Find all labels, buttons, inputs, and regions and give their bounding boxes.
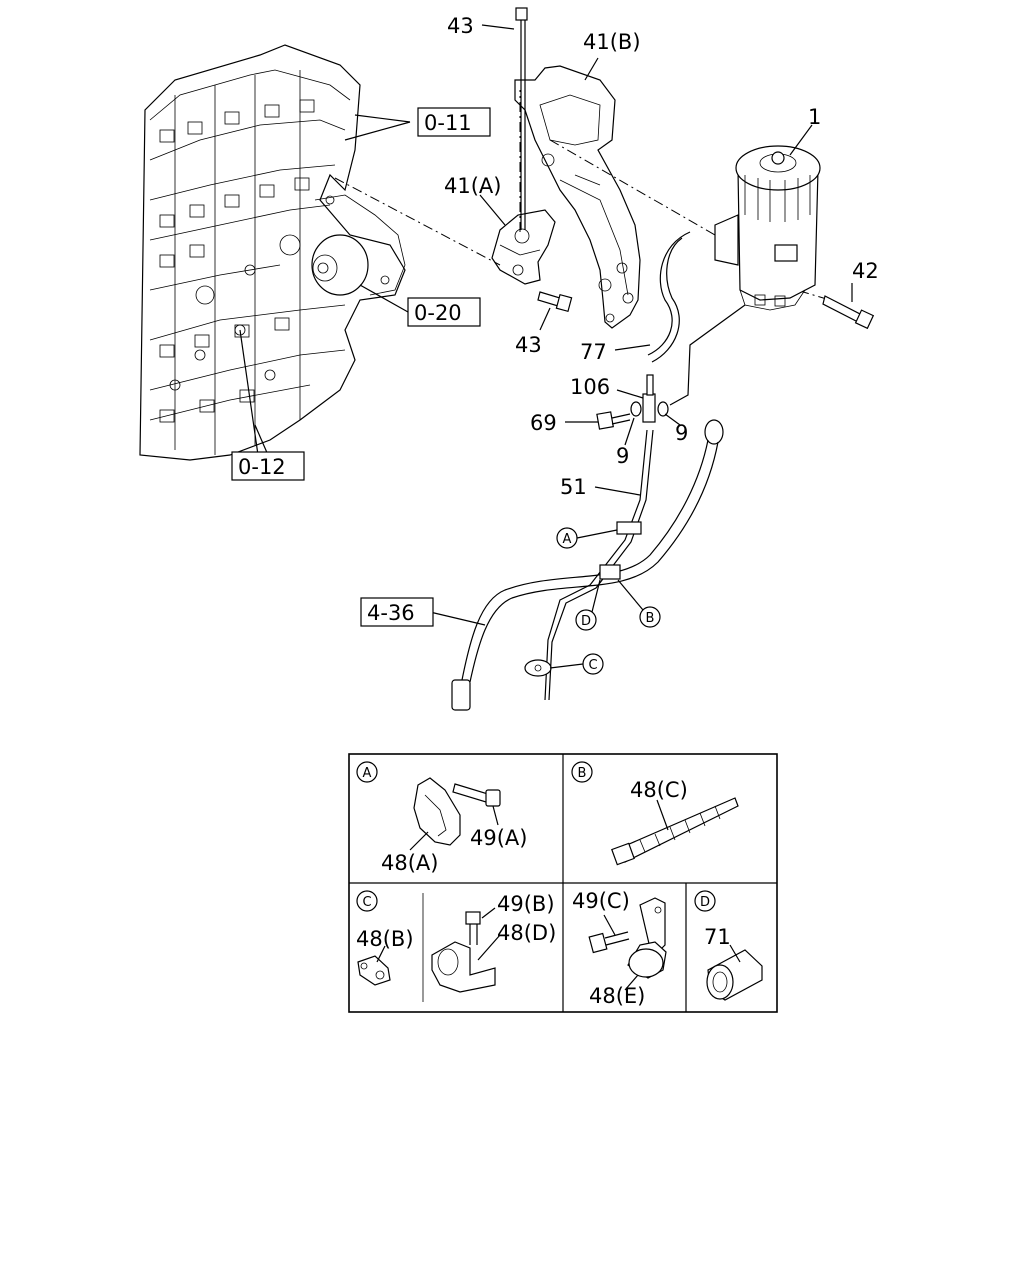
callout-a: A [556, 527, 578, 549]
label-43-bottom: 43 [515, 333, 542, 357]
label-77: 77 [580, 340, 607, 364]
fitting-106 [630, 374, 669, 423]
label-1: 1 [808, 105, 821, 129]
label-9-right: 9 [675, 421, 688, 445]
clamp-b-d [599, 564, 621, 580]
svg-text:B: B [646, 611, 655, 626]
label-42: 42 [852, 259, 879, 283]
return-hose [451, 419, 724, 711]
bolt-43-bottom [537, 291, 573, 313]
detail-label-49b: 49(B) [497, 892, 555, 916]
detail-a: A 49(A) 48(A) [356, 761, 527, 875]
ref-0-12: 0-12 [238, 455, 286, 479]
bolt-43-top [515, 7, 528, 230]
label-41b: 41(B) [583, 30, 641, 54]
svg-text:A: A [563, 532, 572, 547]
reference-boxes: 0-11 0-20 0-12 4-36 [231, 107, 491, 627]
engine-block [139, 44, 406, 461]
detail-label-71: 71 [704, 925, 731, 949]
ref-4-36: 4-36 [367, 601, 415, 625]
label-69: 69 [530, 411, 557, 435]
label-51: 51 [560, 475, 587, 499]
leader-lines [429, 24, 853, 669]
detail-label-49a: 49(A) [470, 826, 527, 850]
clamp-a [616, 521, 642, 535]
svg-text:D: D [700, 895, 710, 910]
callout-c: C [582, 653, 604, 675]
detail-b: B 48(C) [571, 761, 739, 866]
detail-label-49c: 49(C) [572, 889, 630, 913]
bracket-41a [491, 209, 556, 285]
svg-text:C: C [362, 895, 371, 910]
line-51 [544, 429, 654, 701]
bolt-69 [596, 411, 631, 430]
detail-label-48b: 48(B) [356, 927, 414, 951]
hose-77 [647, 231, 691, 363]
detail-label-48d: 48(D) [497, 921, 556, 945]
detail-label-48a: 48(A) [381, 851, 438, 875]
bracket-41b [514, 65, 641, 329]
fuel-filter [714, 145, 821, 311]
ref-0-20: 0-20 [414, 301, 462, 325]
detail-d: D 71 [694, 890, 763, 1001]
detail-c: C 48(B) 49(B) 48(D) 49(C) 48 [356, 889, 667, 1008]
callout-d: D [575, 609, 597, 631]
callout-b: B [639, 606, 661, 628]
bolt-42 [822, 295, 875, 330]
detail-panel: A 49(A) 48(A) B 48(C) C [348, 753, 778, 1013]
reference-leaders [239, 114, 411, 456]
svg-text:D: D [581, 614, 591, 629]
svg-text:A: A [363, 766, 372, 781]
line-to-9 [669, 304, 746, 406]
label-43-top: 43 [447, 14, 474, 38]
label-41a: 41(A) [444, 174, 501, 198]
detail-label-48e: 48(E) [589, 984, 645, 1008]
svg-text:B: B [578, 766, 587, 781]
label-106: 106 [570, 375, 610, 399]
clamp-c [524, 659, 552, 677]
part-labels: 43 41(B) 1 41(A) 42 43 77 106 69 9 9 51 [444, 14, 879, 499]
ref-0-11: 0-11 [424, 111, 472, 135]
svg-text:C: C [588, 658, 597, 673]
detail-label-48c: 48(C) [630, 778, 688, 802]
label-9-left: 9 [616, 444, 629, 468]
